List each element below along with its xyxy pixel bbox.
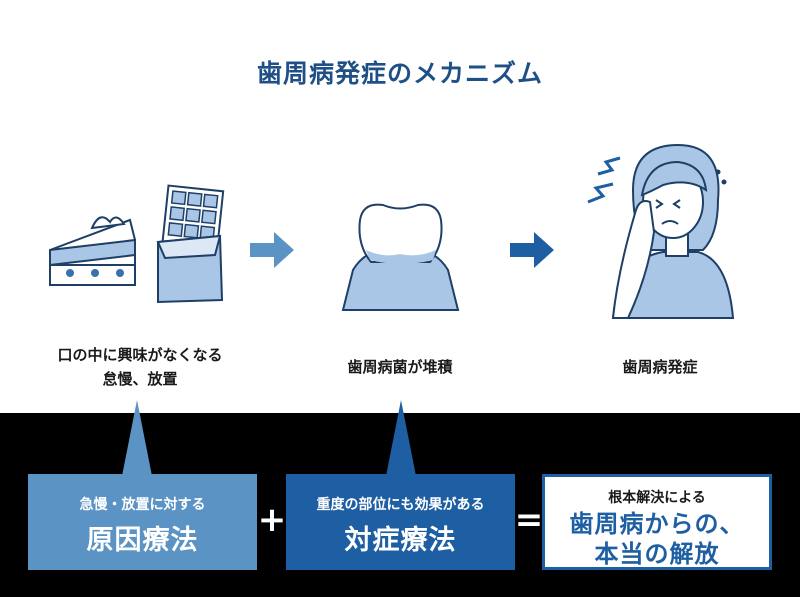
cause-therapy-main: 原因療法 xyxy=(86,525,199,556)
callout-pointer-2 xyxy=(386,400,416,476)
cause-therapy-sub: 急慢・放置に対する xyxy=(79,497,206,513)
arrow-right-icon xyxy=(510,232,554,268)
page-title: 歯周病発症のメカニズム xyxy=(256,59,543,88)
symptomatic-therapy-box: 重度の部位にも効果がある 対症療法 xyxy=(286,474,515,570)
step-3-caption: 歯周病発症 xyxy=(560,355,760,379)
plus-operator: + xyxy=(257,500,287,540)
cause-therapy-box: 急慢・放置に対する 原因療法 xyxy=(28,474,257,570)
step-1-caption-line1: 口の中に興味がなくなる xyxy=(57,346,223,364)
pain-bolt-icon xyxy=(587,182,614,204)
step-2-caption: 歯周病菌が堆積 xyxy=(300,355,500,379)
symptomatic-therapy-sub: 重度の部位にも効果がある xyxy=(316,497,485,513)
woman-toothache-illustration xyxy=(587,143,735,319)
chocolate-bar-icon xyxy=(156,184,225,304)
result-box: 根本解決による 歯周病からの、 本当の解放 xyxy=(542,474,772,570)
result-main-line2: 本当の解放 xyxy=(594,540,720,568)
tooth-plaque-illustration xyxy=(341,203,460,311)
cake-chocolate-illustration xyxy=(49,184,225,304)
equals-operator: = xyxy=(514,500,544,540)
result-sub: 根本解決による xyxy=(608,490,706,506)
step-1-caption: 口の中に興味がなくなる 怠慢、放置 xyxy=(30,343,250,391)
symptomatic-therapy-main: 対症療法 xyxy=(344,525,457,556)
arrow-right-icon xyxy=(250,232,294,268)
step-1-caption-line2: 怠慢、放置 xyxy=(102,370,178,388)
cake-icon xyxy=(49,216,136,286)
step-3-caption-line1: 歯周病発症 xyxy=(622,358,698,376)
callout-pointer-1 xyxy=(122,400,152,476)
step-2-caption-line1: 歯周病菌が堆積 xyxy=(347,358,453,376)
hand-icon xyxy=(611,200,656,319)
result-main-line1: 歯周病からの、 xyxy=(569,510,745,538)
